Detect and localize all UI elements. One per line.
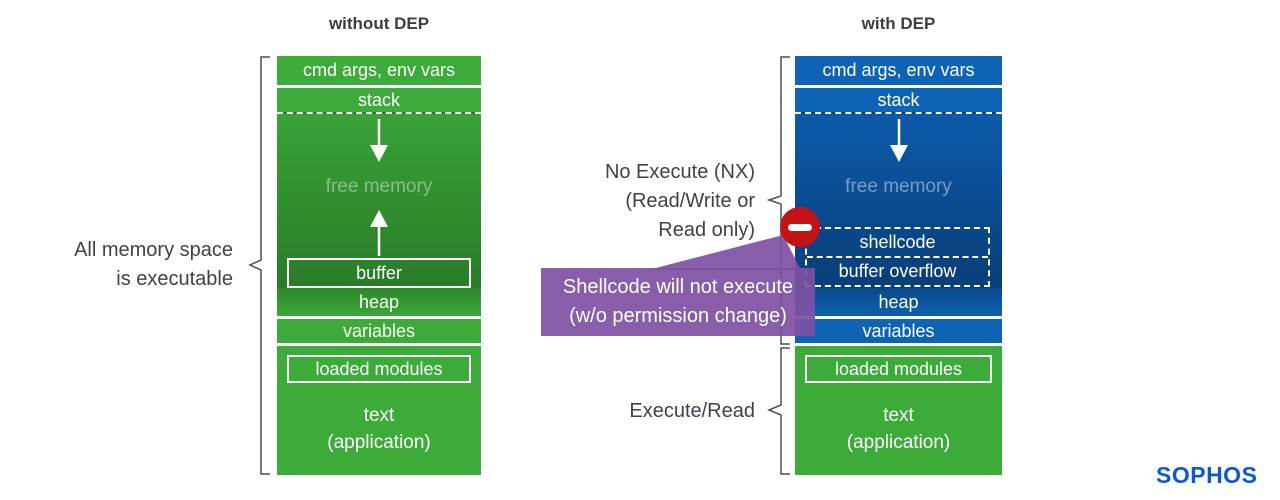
section-loaded-modules: loaded modules (805, 355, 992, 383)
up-arrow-icon (370, 210, 388, 256)
section-free-memory-label: free memory (845, 176, 952, 197)
section-loaded-modules-label: loaded modules (315, 358, 443, 379)
no-entry-bar (788, 223, 812, 231)
section-stack-label: stack (357, 89, 400, 110)
application-line: (application) (846, 432, 951, 453)
section-heap: heap (277, 288, 481, 316)
down-arrow-icon (370, 119, 388, 162)
section-buffer: buffer (287, 258, 471, 288)
section-cmd-args-label: cmd args, env vars (302, 60, 456, 80)
bracket-execute-read (767, 347, 790, 475)
section-heap: heap (795, 288, 1002, 316)
section-heap-label: heap (878, 291, 919, 312)
label-all-memory: All memory space is executable (40, 236, 233, 294)
title-without-dep: without DEP (328, 14, 430, 33)
section-variables: variables (277, 319, 481, 343)
section-text-application: loaded modules text (application) (277, 346, 481, 475)
section-free-memory: free memory buffer (277, 112, 481, 288)
shellcode-dashed-box: shellcode buffer overflow (805, 227, 990, 287)
section-text-application-label: text (application) (795, 383, 1002, 475)
section-buffer-label: buffer (356, 262, 402, 283)
section-buffer-overflow-label: buffer overflow (838, 261, 957, 281)
section-shellcode: shellcode (807, 229, 988, 258)
section-stack: stack (795, 88, 1002, 112)
label-no-execute: No Execute (NX) (Read/Write or Read only… (520, 158, 755, 245)
label-no-execute-line1: No Execute (NX) (604, 161, 755, 183)
text-line: text (883, 405, 914, 426)
label-all-memory-line2: is executable (116, 268, 233, 290)
section-cmd-args: cmd args, env vars (277, 56, 481, 85)
callout-line1: Shellcode will not execute (562, 276, 794, 298)
section-variables: variables (795, 319, 1002, 343)
label-no-execute-line3: Read only) (658, 219, 755, 241)
memory-column-with-dep: cmd args, env vars stack free memory she… (795, 56, 1002, 475)
bracket-without-dep (248, 56, 270, 475)
label-execute-read: Execute/Read (629, 400, 755, 422)
title-with-dep: with DEP (861, 14, 936, 33)
section-free-memory: free memory shellcode buffer overflow (795, 112, 1002, 288)
section-stack-label: stack (877, 89, 920, 110)
label-all-memory-line1: All memory space (74, 239, 233, 261)
section-text-application: loaded modules text (application) (795, 346, 1002, 475)
text-line: text (363, 405, 395, 426)
section-heap-label: heap (358, 291, 400, 312)
section-stack: stack (277, 88, 481, 112)
callout-line2: (w/o permission change) (569, 305, 787, 327)
section-text-application-label: text (application) (277, 383, 481, 475)
section-variables-label: variables (862, 320, 935, 341)
section-cmd-args-label: cmd args, env vars (822, 60, 975, 80)
label-no-execute-line2: (Read/Write or (625, 190, 755, 212)
section-free-memory-label: free memory (325, 176, 433, 197)
section-variables-label: variables (342, 320, 416, 341)
shellcode-callout: Shellcode will not execute (w/o permissi… (541, 268, 815, 336)
section-loaded-modules-label: loaded modules (834, 358, 963, 379)
sophos-logo: SOPHOS (1156, 462, 1258, 488)
down-arrow-icon (889, 119, 908, 162)
no-entry-icon (780, 207, 820, 247)
section-loaded-modules: loaded modules (287, 355, 471, 383)
application-line: (application) (327, 432, 431, 453)
section-shellcode-label: shellcode (859, 232, 936, 252)
memory-column-without-dep: cmd args, env vars stack free memory buf… (277, 56, 481, 475)
section-cmd-args: cmd args, env vars (795, 56, 1002, 85)
section-buffer-overflow: buffer overflow (807, 258, 988, 285)
